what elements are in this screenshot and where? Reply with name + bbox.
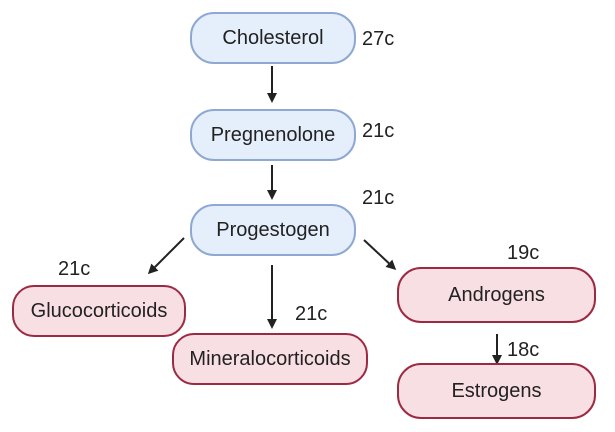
pregnenolone-carbon-count: 21c [362,120,395,142]
cholesterol-label: Cholesterol [222,26,324,49]
cholesterol-carbon-count: 27c [362,28,395,50]
arrow-progestogen-to-androgens [363,239,397,271]
mineralocorticoids-label: Mineralocorticoids [189,347,351,370]
progestogen-node: Progestogen [190,204,356,256]
glucocorticoids-carbon-count: 21c [58,258,91,280]
glucocorticoids-node: Glucocorticoids [12,285,186,337]
mineralocorticoids-node: Mineralocorticoids [172,333,368,385]
androgens-node: Androgens [397,267,596,323]
estrogens-label: Estrogens [451,379,542,402]
progestogen-carbon-count: 21c [362,187,395,209]
estrogens-node: Estrogens [397,363,596,419]
cholesterol-node: Cholesterol [190,12,356,64]
arrow-progestogen-to-glucocorticoids [147,237,185,275]
pregnenolone-label: Pregnenolone [210,123,336,146]
pregnenolone-node: Pregnenolone [190,109,356,161]
mineralocorticoids-carbon-count: 21c [295,303,328,325]
progestogen-label: Progestogen [216,218,330,241]
androgens-carbon-count: 19c [507,242,540,264]
estrogens-carbon-count: 18c [507,339,540,361]
glucocorticoids-label: Glucocorticoids [30,299,168,322]
androgens-label: Androgens [448,283,545,306]
